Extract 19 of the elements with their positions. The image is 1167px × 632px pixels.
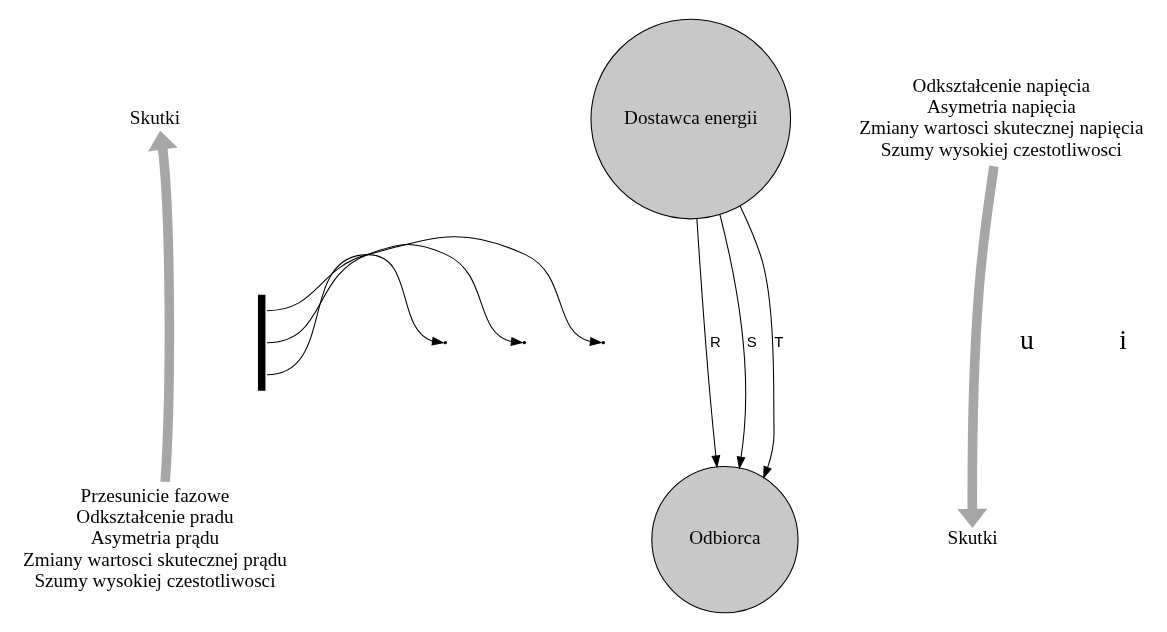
arrow xyxy=(266,243,524,346)
node-bar xyxy=(257,294,266,391)
arrow xyxy=(719,214,747,470)
edge-label: R xyxy=(709,332,721,350)
node-text: Skutki xyxy=(947,527,998,549)
edge-label: S xyxy=(746,332,757,350)
arrow xyxy=(696,218,721,469)
label: i xyxy=(1119,324,1127,356)
arrow xyxy=(266,254,445,376)
label: u xyxy=(1020,324,1034,356)
edge-label: T xyxy=(774,332,784,350)
node-text: Przesunicie fazowe Odkształcenie pradu Asymetria prądu Zmiany wartosci skutecznej prądu Szumy wysokiej czestotliwosci xyxy=(22,484,287,592)
node-text: Odkształcenie napięcia Asymetria napięcia Zmiany wartosci skutecznej napięcia Szumy wysokiej czestotliwosci xyxy=(859,74,1144,160)
node-circle: Dostawca energii xyxy=(590,18,792,220)
arrow xyxy=(957,165,999,528)
arrow xyxy=(266,236,603,346)
arrow xyxy=(148,130,178,482)
arrow xyxy=(739,205,775,480)
node-text: Skutki xyxy=(129,106,181,128)
